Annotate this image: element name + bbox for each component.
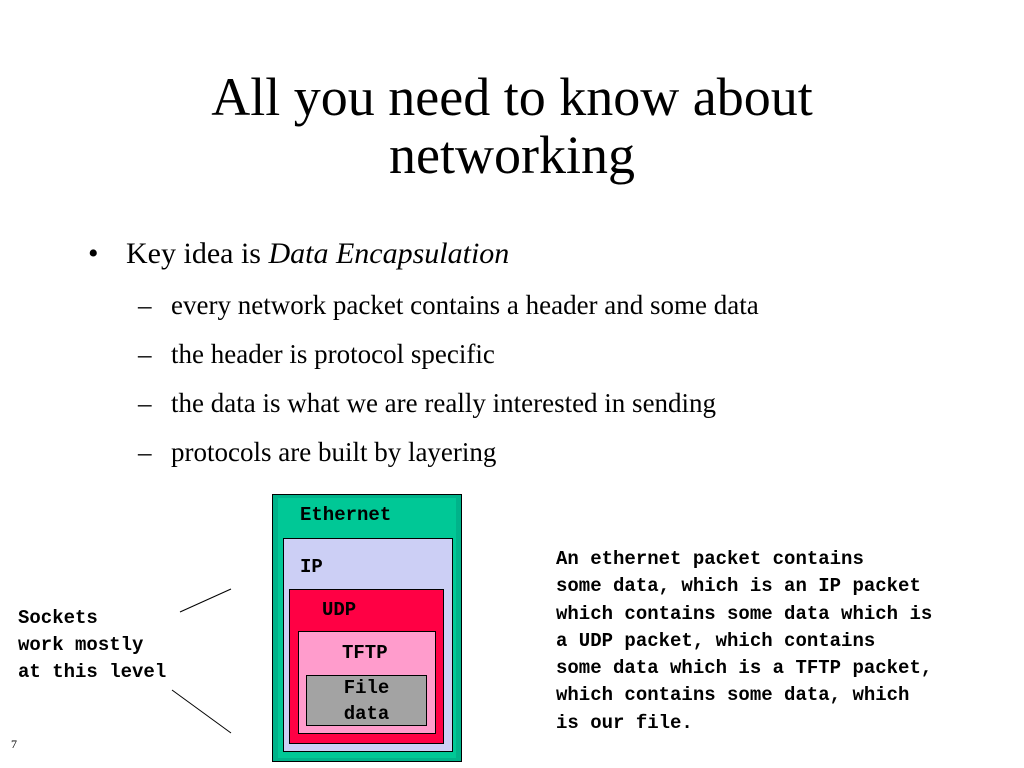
file-label-line-2: data: [343, 703, 390, 725]
main-bullet-emphasis: Data Encapsulation: [268, 237, 510, 270]
file-data-label: File data: [306, 675, 427, 727]
encapsulation-explanation: An ethernet packet contains some data, w…: [556, 548, 933, 734]
sub-bullet-list: – every network packet contains a header…: [88, 288, 988, 470]
sub-bullet-marker: –: [138, 388, 152, 418]
udp-label: UDP: [322, 599, 357, 621]
pointer-line-upper: [179, 588, 232, 613]
ip-label: IP: [300, 556, 323, 578]
pointer-line-lower: [171, 689, 232, 734]
bullet-list: • Key idea is Data Encapsulation – every…: [88, 234, 988, 470]
sockets-note: Sockets work mostly at this level: [18, 607, 167, 683]
slide-title: All you need to know about networking: [0, 68, 1024, 184]
sub-bullet: – every network packet contains a header…: [88, 288, 988, 323]
sub-bullet: – protocols are built by layering: [88, 435, 988, 470]
sub-bullet-text: the data is what we are really intereste…: [171, 388, 717, 418]
title-line-1: All you need to know about: [211, 67, 813, 127]
sub-bullet-text: the header is protocol specific: [171, 339, 495, 369]
sub-bullet-marker: –: [138, 437, 152, 467]
title-line-2: networking: [389, 125, 635, 185]
main-bullet: • Key idea is Data Encapsulation: [88, 234, 988, 274]
slide-number: 7: [11, 737, 17, 751]
bullet-marker: •: [88, 237, 99, 270]
file-label-line-1: File: [343, 677, 390, 699]
sub-bullet-marker: –: [138, 339, 152, 369]
main-bullet-prefix: Key idea is: [126, 237, 269, 270]
sub-bullet: – the header is protocol specific: [88, 337, 988, 372]
sub-bullet-marker: –: [138, 290, 152, 320]
tftp-label: TFTP: [342, 642, 388, 664]
sub-bullet-text: protocols are built by layering: [171, 437, 497, 467]
sub-bullet: – the data is what we are really interes…: [88, 386, 988, 421]
ethernet-label: Ethernet: [300, 504, 392, 526]
file-data-box: [306, 675, 427, 726]
sub-bullet-text: every network packet contains a header a…: [171, 290, 759, 320]
